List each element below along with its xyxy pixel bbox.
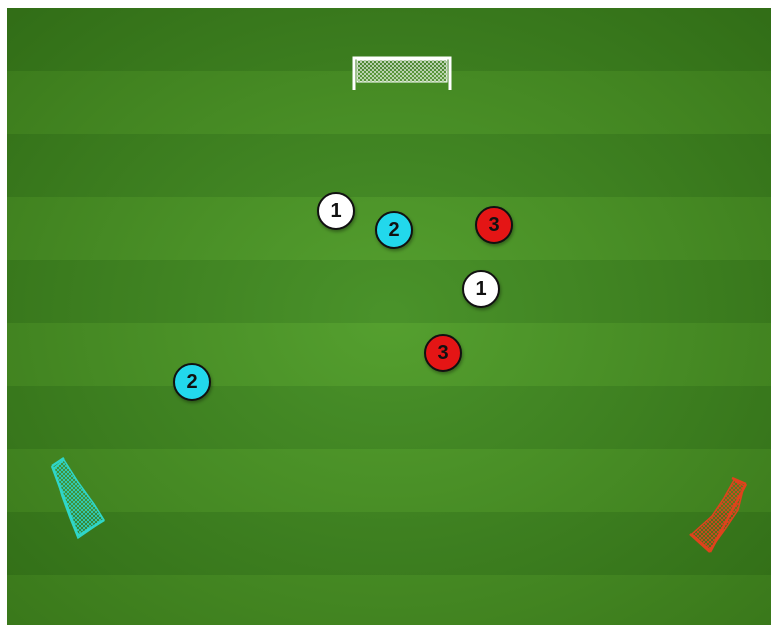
soccer-pitch — [7, 8, 771, 625]
player-red-3[interactable]: 3 — [475, 206, 513, 244]
player-white-1[interactable]: 1 — [317, 192, 355, 230]
goal-left — [48, 456, 106, 542]
player-cyan-2[interactable]: 2 — [173, 363, 211, 401]
player-white-1[interactable]: 1 — [462, 270, 500, 308]
player-cyan-2[interactable]: 2 — [375, 211, 413, 249]
player-red-3[interactable]: 3 — [424, 334, 462, 372]
goal-top — [351, 56, 453, 92]
goal-right — [686, 476, 748, 556]
